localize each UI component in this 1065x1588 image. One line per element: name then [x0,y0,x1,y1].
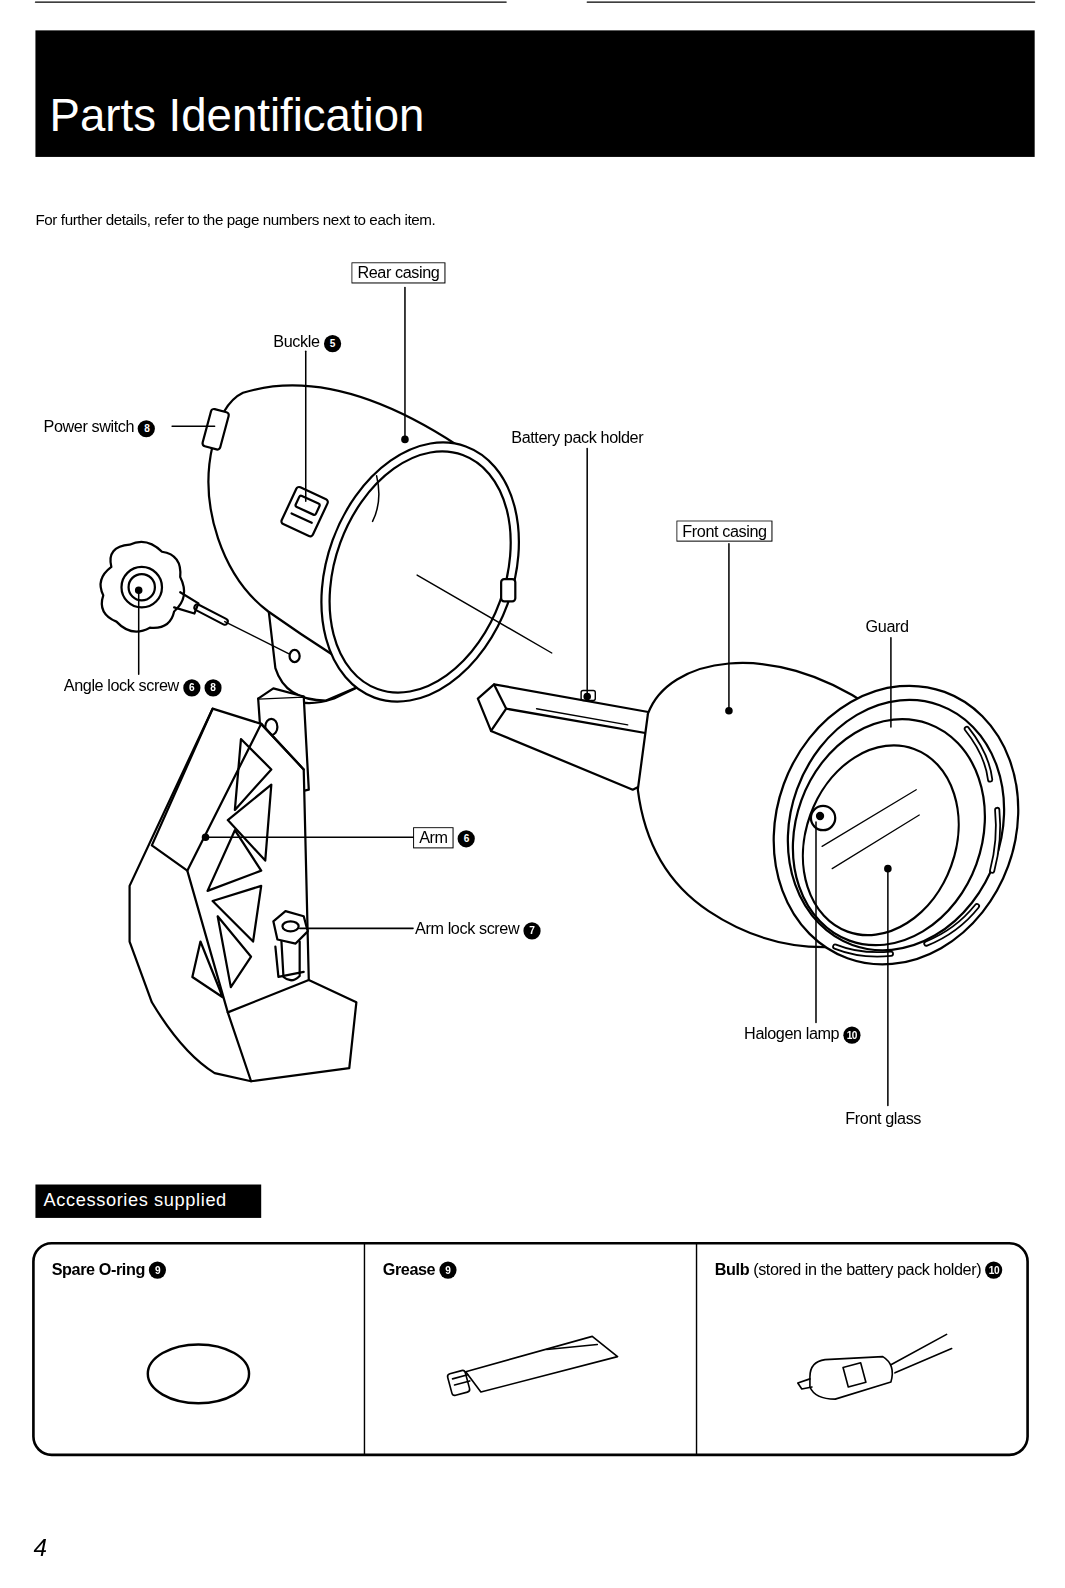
node-text: Front casing [682,522,766,539]
node-text: Grease [383,1260,436,1277]
arm-drawing [130,688,357,1081]
o-ring-drawing [148,1344,249,1403]
grease-tube-drawing [447,1336,618,1396]
callout-number: 8 [204,677,221,697]
node-text: Accessories supplied [44,1190,227,1210]
part-name: Arm lock screw [415,919,519,938]
part-name: Power switch [44,417,135,436]
accessories-table [33,1243,1027,1455]
callout-number: 5 [324,333,341,353]
part-name: Front glass [845,1109,921,1128]
callout-number: 7 [523,920,540,940]
part-label-box: Arm [413,827,454,848]
callout-number: 9 [149,1262,166,1279]
part-name: Guard [866,617,909,636]
callout-circle: 8 [138,420,155,437]
accessory-cell: Bulb(stored in the battery pack holder)1… [697,1243,1028,1455]
part-label-box: Front casing [676,520,772,541]
callout-circle: 7 [523,922,540,939]
angle-lock-screw-drawing [101,542,290,654]
callout-circle: 5 [324,335,341,352]
callout-number: 6 [458,828,475,848]
callout-number: 9 [439,1262,456,1279]
bulb-drawing [798,1334,952,1399]
node-text: Arm [419,829,447,846]
callout-circle: 8 [204,680,221,697]
node-text: (stored in the battery pack holder) [753,1260,981,1277]
rule-line [35,1,506,2]
part-name: Angle lock screw [64,676,179,695]
part-label-box: Rear casing [351,262,445,283]
leader-lines [136,288,891,1106]
section-band: Accessories supplied [35,1185,261,1218]
node-text: Spare O-ring [52,1260,145,1277]
page-number: 4 [33,1534,46,1562]
callout-number: 8 [138,418,155,438]
callout-circle: 6 [458,830,475,847]
callout-circle: 6 [183,679,200,696]
part-name: Buckle [273,332,319,351]
rule-line [587,1,1034,2]
callout-circle: 10 [843,1026,860,1043]
page-title: Parts Identification [35,30,1034,157]
accessory-cell: Grease9 [364,1243,696,1455]
accessory-cell: Spare O-ring9 [33,1243,364,1455]
node-text: Rear casing [357,264,439,281]
callout-number: 6 [183,677,200,697]
intro-note: For further details, refer to the page n… [35,210,435,229]
node-text: Bulb [715,1260,749,1277]
callout-number: 10 [985,1262,1002,1279]
callout-number: 10 [843,1024,860,1044]
part-name: Battery pack holder [511,428,643,447]
part-name: Halogen lamp [744,1024,839,1043]
rear-casing-drawing [202,385,554,729]
front-casing-drawing [638,651,1057,999]
